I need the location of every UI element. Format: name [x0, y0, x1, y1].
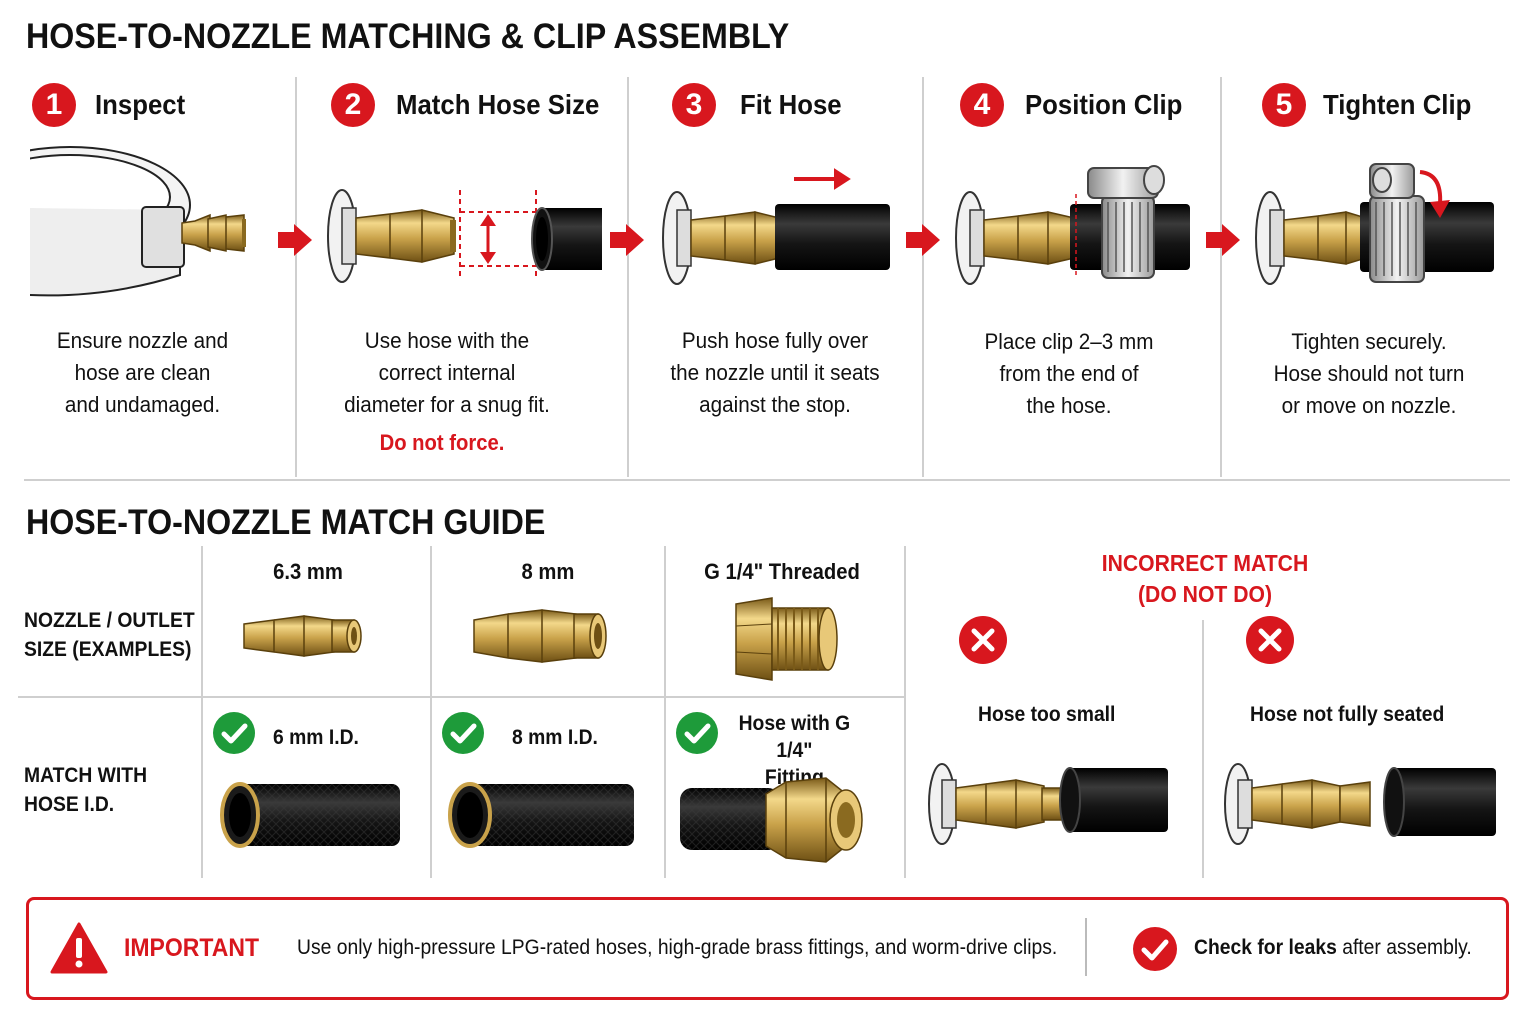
- step-number: 3: [672, 83, 716, 127]
- step-description: Use hose with the correct internal diame…: [344, 328, 550, 417]
- step-description: Tighten securely. Hose should not turn o…: [1273, 329, 1465, 418]
- x-icon: [1246, 616, 1294, 664]
- incorrect-label: Hose too small: [978, 703, 1116, 726]
- nozzle-6mm-illustration: [243, 615, 362, 657]
- step-number: 1: [32, 83, 76, 127]
- row-label-hose: MATCH WITH HOSE I.D.: [24, 764, 148, 816]
- step-description: Ensure nozzle and hose are clean and und…: [56, 328, 229, 417]
- fit-hose-illustration: [662, 168, 890, 285]
- arrow-right-icon: [906, 224, 940, 256]
- step-description: Place clip 2–3 mm from the end of the ho…: [984, 329, 1154, 418]
- row-label-nozzle: NOZZLE / OUTLET SIZE (EXAMPLES): [24, 609, 195, 661]
- leak-check-bold: Check for leaks: [1194, 936, 1337, 959]
- step-3: 3: [672, 83, 716, 127]
- warning-text: Do not force.: [379, 430, 505, 455]
- threaded-fitting-illustration: [735, 597, 838, 681]
- divider: [1202, 620, 1204, 878]
- nozzle-8mm-illustration: [473, 609, 607, 663]
- arrow-right-icon: [610, 224, 644, 256]
- step-description: Push hose fully over the nozzle until it…: [670, 328, 880, 417]
- step-title: Match Hose Size: [396, 89, 600, 120]
- step-title: Fit Hose: [740, 89, 842, 120]
- hose-too-small-illustration: [928, 763, 1168, 845]
- divider: [430, 546, 432, 878]
- check-circle-icon: [1133, 927, 1177, 971]
- hose-threaded-illustration: [680, 777, 863, 863]
- leak-check-text: Check for leaks after assembly.: [1194, 936, 1472, 960]
- tighten-clip-illustration: [1255, 163, 1494, 285]
- incorrect-match-title: INCORRECT MATCH (DO NOT DO): [1101, 550, 1309, 607]
- position-clip-illustration: [955, 165, 1190, 285]
- section-divider: [24, 479, 1510, 481]
- step-1: 1: [32, 83, 76, 127]
- step-number: 4: [960, 83, 1004, 127]
- hose-8mm-illustration: [448, 782, 634, 848]
- divider: [627, 77, 629, 477]
- step-2: 2: [331, 83, 375, 127]
- step-number: 5: [1262, 83, 1306, 127]
- nozzle-size-header: 6.3 mm: [273, 559, 343, 584]
- hose-not-seated-illustration: [1224, 763, 1496, 845]
- warning-triangle-icon: [50, 922, 108, 974]
- check-icon: [676, 712, 718, 754]
- divider: [664, 546, 666, 878]
- step-5: 5: [1262, 83, 1306, 127]
- arrow-right-icon: [278, 224, 312, 256]
- step-title: Tighten Clip: [1323, 89, 1472, 120]
- step-4: 4: [960, 83, 1004, 127]
- incorrect-label: Hose not fully seated: [1250, 703, 1445, 726]
- x-icon: [959, 616, 1007, 664]
- match-label: 6 mm I.D.: [273, 726, 359, 749]
- nozzle-size-header: 8 mm: [521, 559, 575, 584]
- arrow-right-icon: [1206, 224, 1240, 256]
- divider: [922, 77, 924, 477]
- step-number: 2: [331, 83, 375, 127]
- nozzle-size-header: G 1/4" Threaded: [704, 559, 860, 584]
- step-title: Position Clip: [1025, 89, 1183, 120]
- important-text: Use only high-pressure LPG-rated hoses, …: [297, 936, 1058, 959]
- divider: [1220, 77, 1222, 477]
- important-notice: [26, 897, 1509, 1000]
- divider: [1085, 918, 1087, 976]
- check-icon: [213, 712, 255, 754]
- important-label: IMPORTANT: [124, 934, 260, 962]
- leak-check-rest: after assembly.: [1336, 936, 1472, 959]
- divider: [904, 546, 906, 878]
- regulator-nozzle-illustration: [30, 146, 246, 297]
- check-icon: [442, 712, 484, 754]
- step-title: Inspect: [95, 89, 186, 120]
- divider: [201, 546, 203, 878]
- assembly-title: HOSE-TO-NOZZLE MATCHING & CLIP ASSEMBLY: [26, 17, 790, 56]
- divider: [295, 77, 297, 477]
- divider: [18, 696, 904, 698]
- hose-size-illustration: [327, 189, 602, 283]
- match-label: 8 mm I.D.: [512, 726, 598, 749]
- guide-title: HOSE-TO-NOZZLE MATCH GUIDE: [26, 503, 546, 542]
- hose-6mm-illustration: [220, 782, 400, 848]
